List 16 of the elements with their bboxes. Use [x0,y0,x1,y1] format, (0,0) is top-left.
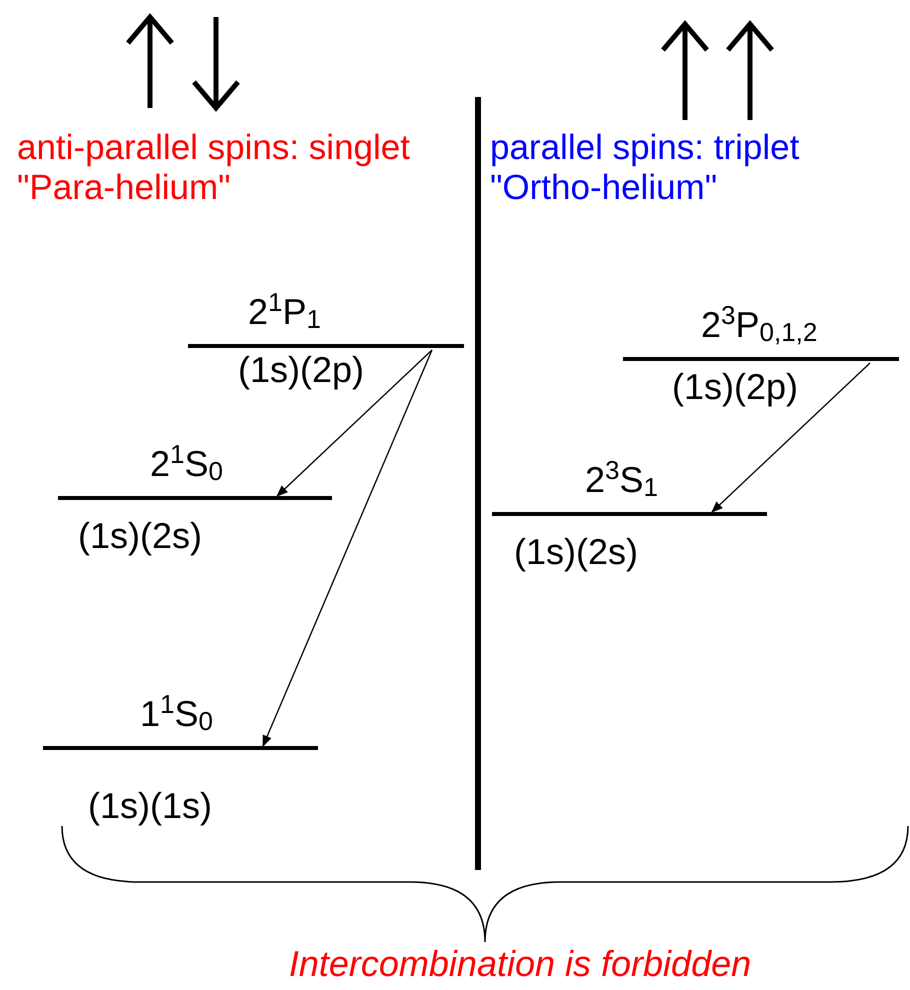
term-symbol: 2$^{1}$S$_{0}$ [150,444,223,484]
electron-configuration: (1s)(2p) [672,367,798,407]
term-symbol: 2$^{3}$P$_{0,1,2}$ [701,305,818,345]
electron-configuration: (1s)(2s) [78,516,202,556]
transition-arrow [276,350,432,497]
transition-arrow [262,350,433,748]
term-symbol: 2$^{3}$S$_{1}$ [585,460,658,500]
triplet-heading: parallel spins: triplet "Ortho-helium" [490,128,800,208]
electron-configuration: (1s)(2p) [238,350,364,390]
transition-arrow [711,362,870,513]
singlet-heading: anti-parallel spins: singlet "Para-helium" [17,128,411,208]
term-symbol: 2$^{1}$P$_{1}$ [248,292,321,332]
selection-rule-note: Intercombination is forbidden [288,944,752,984]
electron-configuration: (1s)(1s) [88,786,212,826]
electron-configuration: (1s)(2s) [514,532,638,572]
term-symbol: 1$^{1}$S$_{0}$ [140,694,213,734]
